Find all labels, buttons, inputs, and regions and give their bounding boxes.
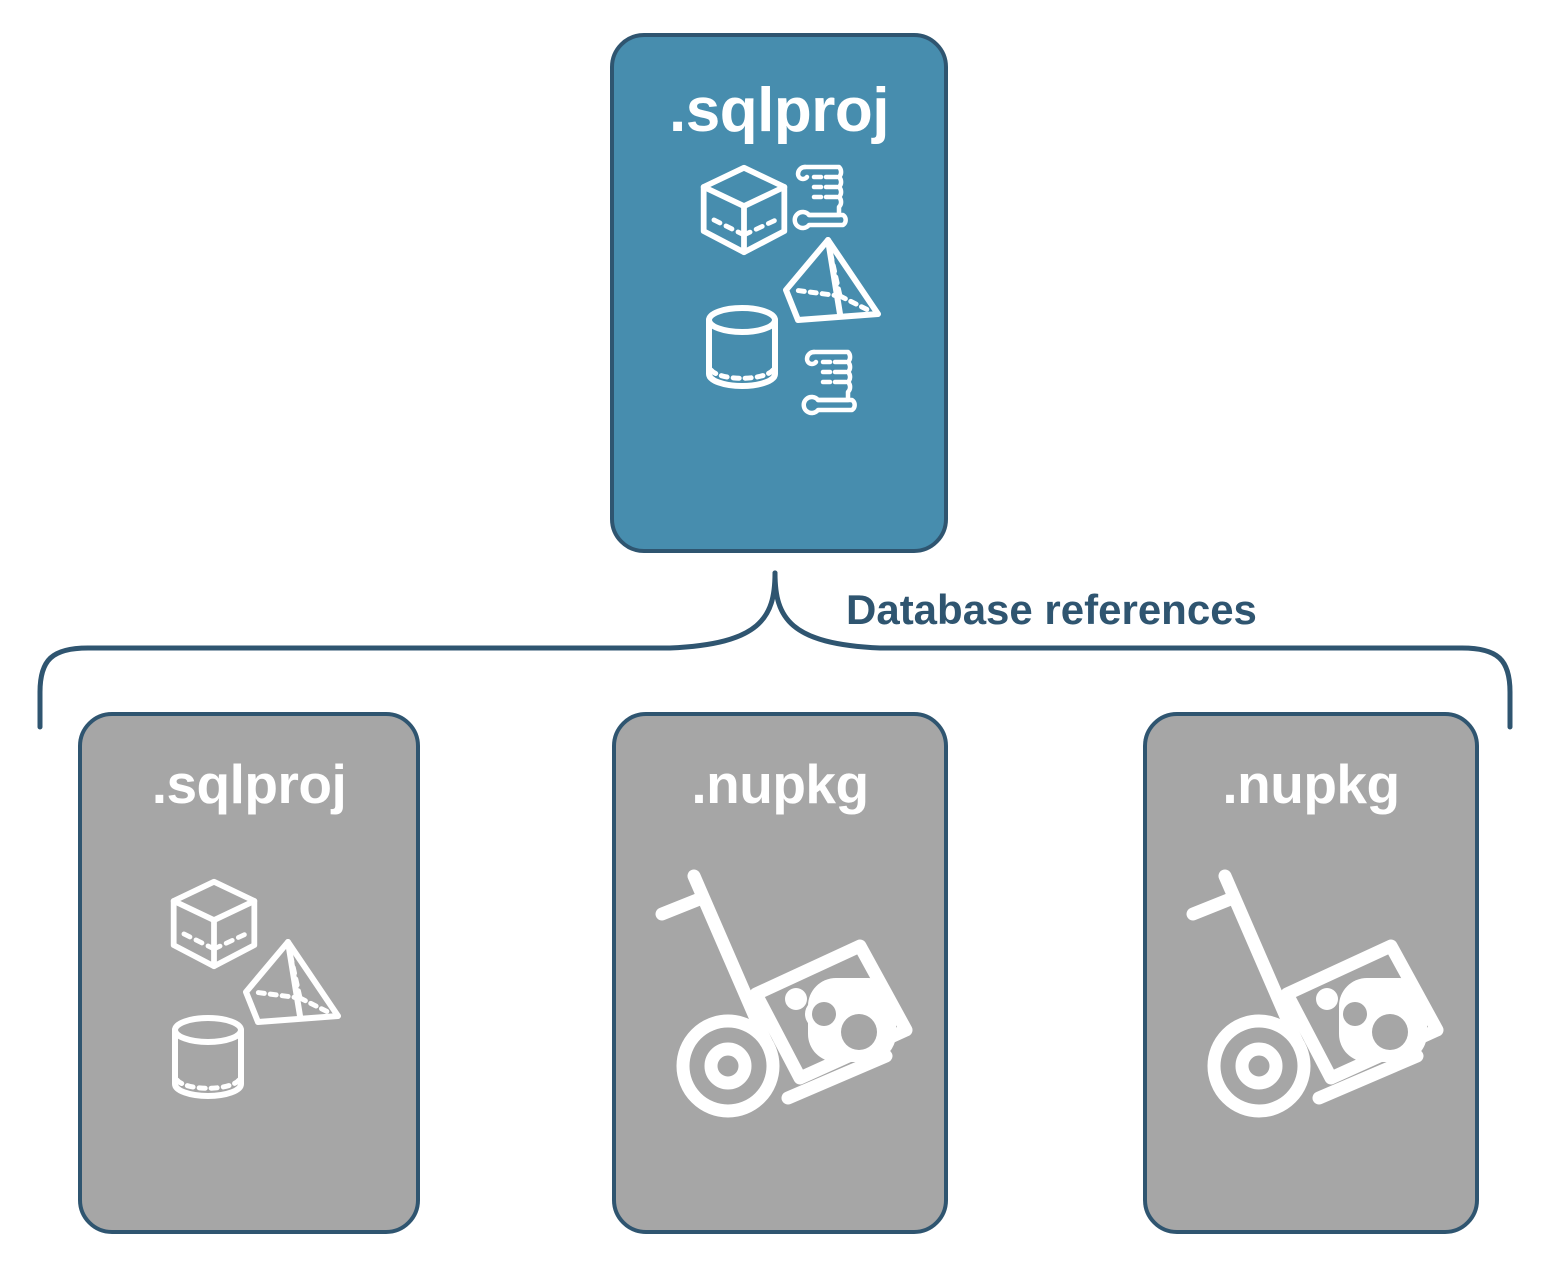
node-title: .nupkg — [691, 753, 869, 815]
reference-icon-cluster — [82, 816, 416, 1230]
root-icon-cluster — [614, 154, 944, 444]
hand-truck-package-icon — [1179, 866, 1451, 1133]
cube-icon — [696, 162, 792, 263]
reference-icon-cluster — [1147, 816, 1475, 1230]
scroll-icon — [789, 159, 857, 236]
node-title: .nupkg — [1222, 753, 1400, 815]
reference-icon-cluster — [616, 816, 944, 1230]
pyramid-icon — [780, 234, 884, 333]
node-reference-nupkg[interactable]: .nupkg — [612, 712, 948, 1234]
cylinder-icon — [702, 302, 782, 399]
pyramid-icon — [240, 936, 344, 1035]
hand-truck-package-icon — [648, 866, 920, 1133]
node-title: .sqlproj — [151, 753, 347, 815]
cube-icon — [166, 876, 262, 977]
scroll-icon — [798, 344, 866, 421]
cylinder-icon — [168, 1012, 248, 1109]
bracket-label: Database references — [846, 586, 1257, 633]
node-reference-sqlproj[interactable]: .sqlproj — [78, 712, 420, 1234]
node-title: .sqlproj — [669, 76, 889, 145]
node-reference-nupkg[interactable]: .nupkg — [1143, 712, 1479, 1234]
node-sqlproj-root[interactable]: .sqlproj — [610, 33, 948, 553]
